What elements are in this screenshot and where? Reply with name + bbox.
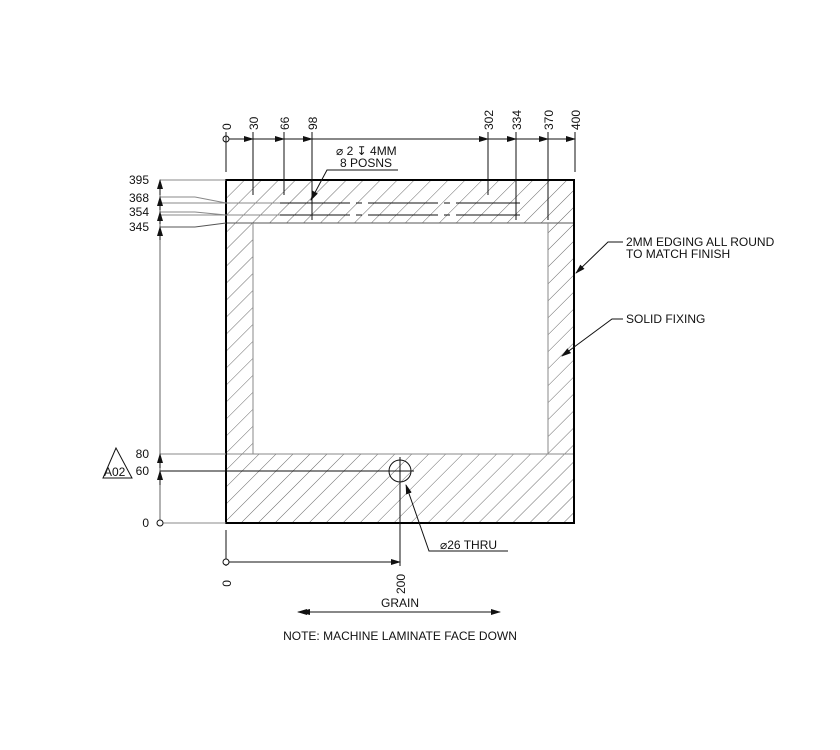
edging-callout: 2MM EDGING ALL ROUND TO MATCH FINISH	[575, 235, 775, 274]
dim-top-400: 400	[569, 110, 583, 130]
dim-top-0: 0	[220, 123, 234, 130]
bottom-dimension	[222, 530, 401, 566]
thru-hole	[386, 457, 508, 566]
dim-top-302: 302	[482, 110, 496, 130]
top-dimension-labels: 0 30 66 98 302 334 370 400	[220, 110, 583, 130]
dim-left-80: 80	[136, 447, 150, 461]
hole-note-line1: ⌀ 2 ↧ 4MM	[336, 144, 397, 158]
grain-label: GRAIN	[381, 596, 419, 610]
left-dimension-labels: 395 368 354 345 80 60 0	[129, 173, 149, 530]
panel-cutout	[253, 223, 548, 454]
drill-hole-rows	[160, 202, 520, 216]
thru-hole-note: ⌀26 THRU	[440, 538, 497, 552]
fixing-callout: SOLID FIXING	[561, 312, 705, 357]
dim-left-345: 345	[129, 220, 149, 234]
dim-left-60: 60	[136, 464, 150, 478]
dim-top-334: 334	[510, 110, 524, 130]
edging-note-line2: TO MATCH FINISH	[626, 247, 730, 261]
dim-top-66: 66	[278, 116, 292, 130]
dim-left-354: 354	[129, 205, 149, 219]
dim-left-0: 0	[142, 516, 149, 530]
dim-top-30: 30	[247, 116, 261, 130]
dim-left-368: 368	[129, 191, 149, 205]
dim-bottom-0: 0	[220, 580, 234, 587]
dim-bottom-200: 200	[394, 574, 408, 594]
hole-note: ⌀ 2 ↧ 4MM 8 POSNS	[310, 144, 398, 201]
edging-note-line1: 2MM EDGING ALL ROUND	[626, 235, 775, 249]
dim-top-370: 370	[542, 110, 556, 130]
revision-label: A02	[104, 465, 126, 479]
hole-note-line2: 8 POSNS	[340, 156, 392, 170]
fixing-note: SOLID FIXING	[626, 312, 705, 326]
dim-top-98: 98	[306, 116, 320, 130]
grain-indicator: GRAIN	[297, 596, 501, 615]
left-dimensions	[156, 179, 400, 527]
revision-tag: A02	[102, 446, 133, 479]
machining-note: NOTE: MACHINE LAMINATE FACE DOWN	[283, 629, 517, 643]
top-dimensions	[222, 132, 576, 220]
dim-left-395: 395	[129, 173, 149, 187]
